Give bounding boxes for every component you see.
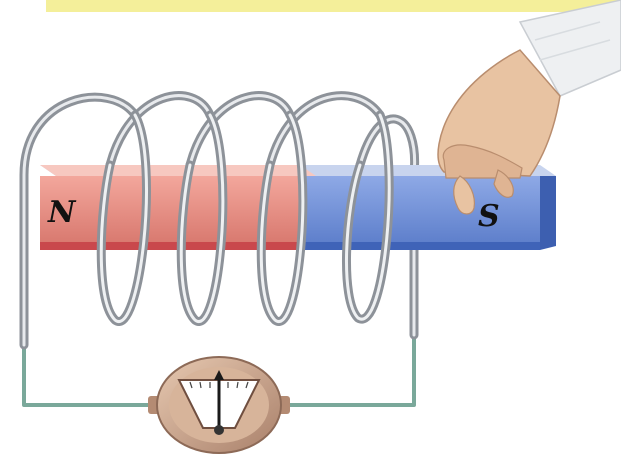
magnet-end-face	[540, 176, 556, 250]
north-pole-label: N	[47, 195, 77, 230]
south-pole-label: S	[478, 199, 500, 234]
top-band	[46, 0, 621, 12]
galvanometer-icon	[148, 357, 290, 453]
